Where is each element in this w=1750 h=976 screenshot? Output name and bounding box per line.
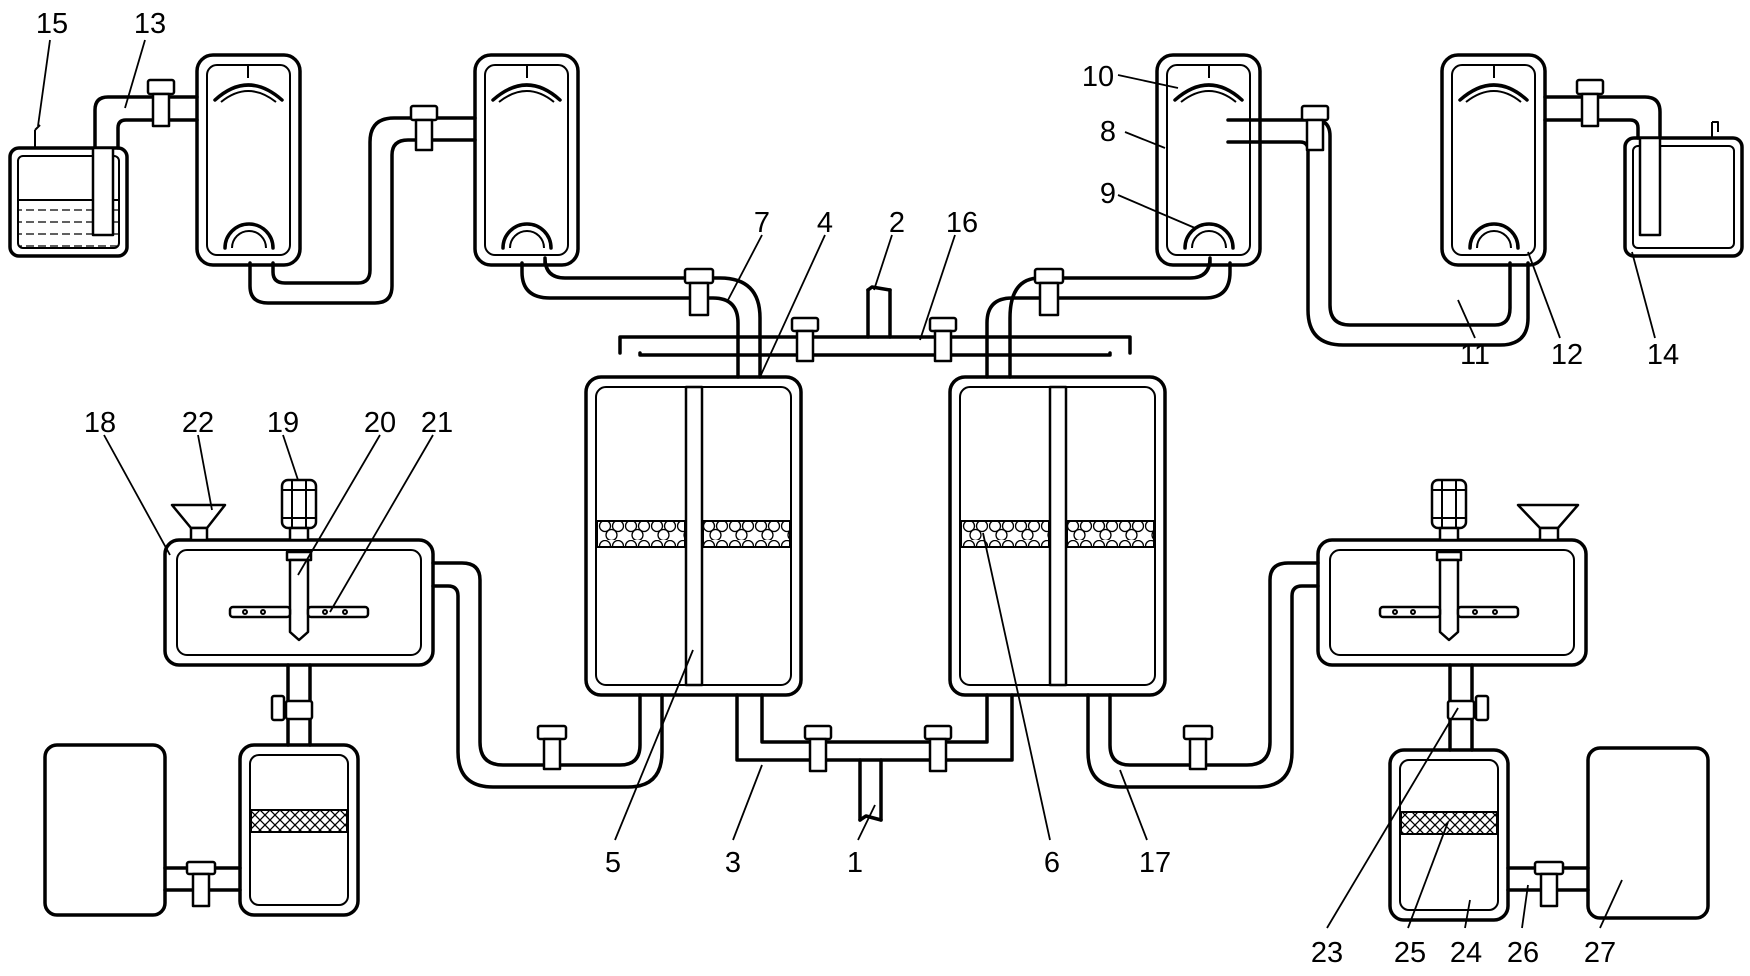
valve[interactable] xyxy=(1182,724,1214,771)
valve[interactable] xyxy=(923,724,953,773)
valve[interactable] xyxy=(1533,860,1565,908)
scrubber-vessel-8 xyxy=(1155,53,1262,267)
label-14: 14 xyxy=(1647,339,1679,371)
scrubber-vessel-2 xyxy=(473,53,580,267)
mixing-tank-right xyxy=(1316,478,1588,667)
valve[interactable] xyxy=(185,860,217,908)
label-5: 5 xyxy=(605,847,621,879)
scrubber-vessel-12 xyxy=(1440,53,1547,267)
label-19: 19 xyxy=(267,407,299,439)
label-15: 15 xyxy=(36,8,68,40)
label-2: 2 xyxy=(889,207,905,239)
label-11: 11 xyxy=(1460,339,1490,371)
collection-box-right xyxy=(1586,746,1710,920)
collection-box-left xyxy=(43,743,167,917)
valve[interactable] xyxy=(1300,104,1330,152)
valve[interactable] xyxy=(1575,78,1605,128)
label-25: 25 xyxy=(1394,937,1426,969)
filter-vessel-right xyxy=(1388,748,1510,922)
pipes xyxy=(93,95,1662,892)
label-7: 7 xyxy=(754,207,770,239)
label-3: 3 xyxy=(725,847,741,879)
valve[interactable] xyxy=(146,78,176,128)
filter-vessel-left xyxy=(238,743,360,917)
valve[interactable] xyxy=(1033,267,1065,317)
label-12: 12 xyxy=(1551,339,1583,371)
part-labels: 15 13 10 8 9 11 12 14 7 4 2 16 18 22 19 … xyxy=(36,8,1679,969)
label-26: 26 xyxy=(1507,937,1539,969)
valve[interactable] xyxy=(928,316,958,363)
label-27: 27 xyxy=(1584,937,1616,969)
tower-left xyxy=(584,375,803,697)
valve[interactable] xyxy=(270,694,314,722)
label-24: 24 xyxy=(1450,937,1482,969)
label-16: 16 xyxy=(946,207,978,239)
mixing-tank-left xyxy=(163,478,435,667)
label-10: 10 xyxy=(1082,61,1114,93)
label-6: 6 xyxy=(1044,847,1060,879)
label-20: 20 xyxy=(364,407,396,439)
scrubber-vessel-1 xyxy=(195,53,302,267)
valve[interactable] xyxy=(409,104,439,152)
label-22: 22 xyxy=(182,407,214,439)
liquid-container-15 xyxy=(8,124,129,258)
tower-right xyxy=(948,375,1167,697)
valve[interactable] xyxy=(790,316,820,363)
label-21: 21 xyxy=(421,407,453,439)
valve[interactable] xyxy=(536,724,568,771)
label-18: 18 xyxy=(84,407,116,439)
leader-lines xyxy=(37,39,1656,929)
label-1: 1 xyxy=(847,847,863,879)
label-4: 4 xyxy=(817,207,833,239)
label-13: 13 xyxy=(134,8,166,40)
valve[interactable] xyxy=(803,724,833,773)
label-8: 8 xyxy=(1100,116,1116,148)
valve[interactable] xyxy=(683,267,715,317)
label-17: 17 xyxy=(1139,847,1171,879)
label-9: 9 xyxy=(1100,178,1116,210)
liquid-container-14 xyxy=(1623,121,1744,258)
label-23: 23 xyxy=(1311,937,1343,969)
valves xyxy=(146,78,1605,908)
